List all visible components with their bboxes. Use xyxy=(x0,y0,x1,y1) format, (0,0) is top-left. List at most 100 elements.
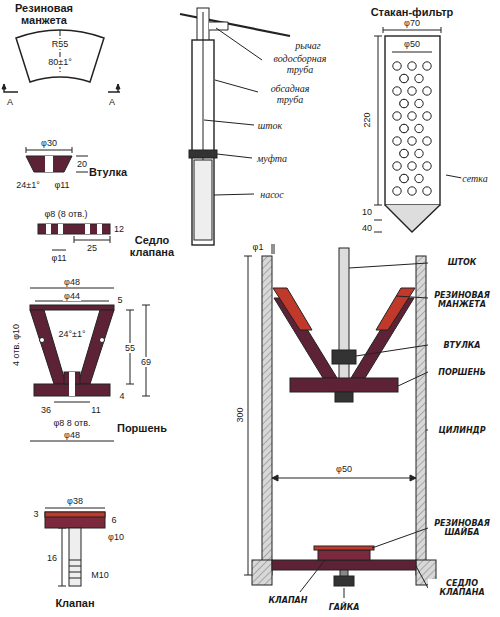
filter-hole xyxy=(423,162,431,170)
section-letter: A xyxy=(108,97,116,107)
dimension: φ50 xyxy=(403,39,421,49)
filter-hole xyxy=(400,99,408,107)
filter-hole xyxy=(423,187,431,195)
dimension: 4 отв. φ10 xyxy=(11,323,21,367)
piston-wall xyxy=(30,310,66,384)
part-label: насос xyxy=(259,189,285,200)
filter-hole xyxy=(423,137,431,145)
nut xyxy=(335,392,353,402)
rod xyxy=(339,248,349,392)
piston-base xyxy=(290,378,398,392)
filter-hole xyxy=(393,137,401,145)
coupling xyxy=(189,150,217,158)
dimension: 55 xyxy=(124,343,136,353)
seat-section xyxy=(38,224,110,234)
dimension: 16 xyxy=(46,553,58,563)
assembly-label: СЕДЛО КЛАПАНА xyxy=(428,579,496,597)
leader-line xyxy=(204,28,262,195)
dimension: φ44 xyxy=(63,291,81,301)
rubber-cuff xyxy=(376,288,415,330)
dimension: 11 xyxy=(90,405,101,415)
part-title: Поршень xyxy=(116,422,168,434)
nut xyxy=(334,576,354,586)
part-label: рычаг xyxy=(294,40,321,51)
leader-line xyxy=(446,175,462,178)
dimension-line xyxy=(52,236,110,250)
part-title: Стакан-фильтр xyxy=(370,6,455,18)
filter-hole xyxy=(400,149,408,157)
bottom-cup xyxy=(252,560,272,585)
filter-hole xyxy=(415,149,423,157)
pump-body xyxy=(194,160,212,240)
wall-hole xyxy=(40,338,45,343)
part-title: Резиновая манжета xyxy=(3,2,85,26)
dimension: 25 xyxy=(86,243,98,253)
part-label: обсадная труба xyxy=(259,83,321,105)
assembly-label: ЦИЛИНДР xyxy=(428,426,496,435)
assembly-label: ВТУЛКА xyxy=(428,341,496,350)
part-title: Седло клапана xyxy=(116,234,188,258)
section-arrow xyxy=(2,84,120,89)
dimension-line xyxy=(26,147,88,172)
center-line xyxy=(60,30,61,74)
dimension-line xyxy=(392,52,432,53)
filter-hole xyxy=(400,124,408,132)
drawing-lines xyxy=(2,8,462,598)
dimension: 300 xyxy=(235,406,245,423)
filter-hole xyxy=(400,74,408,82)
rod-hole xyxy=(69,372,75,396)
dimension: φ8 (8 отв.) xyxy=(43,209,88,219)
assembly-label: РЕЗИНОВАЯ ШАЙБА xyxy=(428,519,496,537)
filter-hole xyxy=(415,99,423,107)
part-title: Втулка xyxy=(88,166,128,178)
dimension: φ48 xyxy=(63,277,81,287)
wall-hole xyxy=(100,338,105,343)
filter-hole xyxy=(408,162,416,170)
filter-holes xyxy=(393,62,431,195)
seat-holes xyxy=(46,224,102,234)
dimension: φ11 xyxy=(53,180,70,190)
filter-hole xyxy=(393,162,401,170)
dimension-arrow xyxy=(272,475,416,481)
piston-rim xyxy=(30,305,114,310)
valve-stem xyxy=(69,528,81,586)
part-label: муфта xyxy=(256,153,288,164)
dimension: 3 xyxy=(32,509,39,519)
dimension: М10 xyxy=(90,570,110,580)
filter-hole xyxy=(408,62,416,70)
dimension-line xyxy=(244,244,416,575)
rubber-cuff xyxy=(273,288,312,330)
cuff-outline xyxy=(16,30,104,82)
dimension: 12 xyxy=(113,224,125,234)
filter-hole xyxy=(400,124,408,132)
assembly-label: ШТОК xyxy=(428,258,496,267)
part-title: Клапан xyxy=(54,597,95,609)
dimension: R55 xyxy=(51,39,70,49)
filter-hole xyxy=(408,87,416,95)
assembly-label: РЕЗИНОВАЯ МАНЖЕТА xyxy=(428,291,496,309)
bushing-section xyxy=(26,156,72,172)
filter-hole xyxy=(393,62,401,70)
outlet-pipe xyxy=(209,22,228,30)
dimension: φ11 xyxy=(50,253,67,263)
filter-hole xyxy=(415,174,423,182)
dimension: 40 xyxy=(361,223,373,233)
dimension: φ70 xyxy=(403,18,421,28)
dimension-line xyxy=(374,36,382,232)
filter-hole xyxy=(393,187,401,195)
piston-wall xyxy=(351,298,414,378)
bushing xyxy=(332,350,356,364)
dimension: φ10 xyxy=(107,532,125,542)
filter-hole xyxy=(408,137,416,145)
valve-disc xyxy=(318,550,370,560)
assembly-label: КЛАПАН xyxy=(268,596,309,605)
dimension: 220 xyxy=(362,111,372,128)
section-letter: A xyxy=(6,97,14,107)
thread xyxy=(69,560,81,578)
filter-cup xyxy=(385,36,440,205)
valve-head xyxy=(45,512,105,528)
dimension: φ8 8 отв. xyxy=(52,418,91,428)
dimension: 10 xyxy=(361,207,373,217)
filter-hole xyxy=(423,87,431,95)
